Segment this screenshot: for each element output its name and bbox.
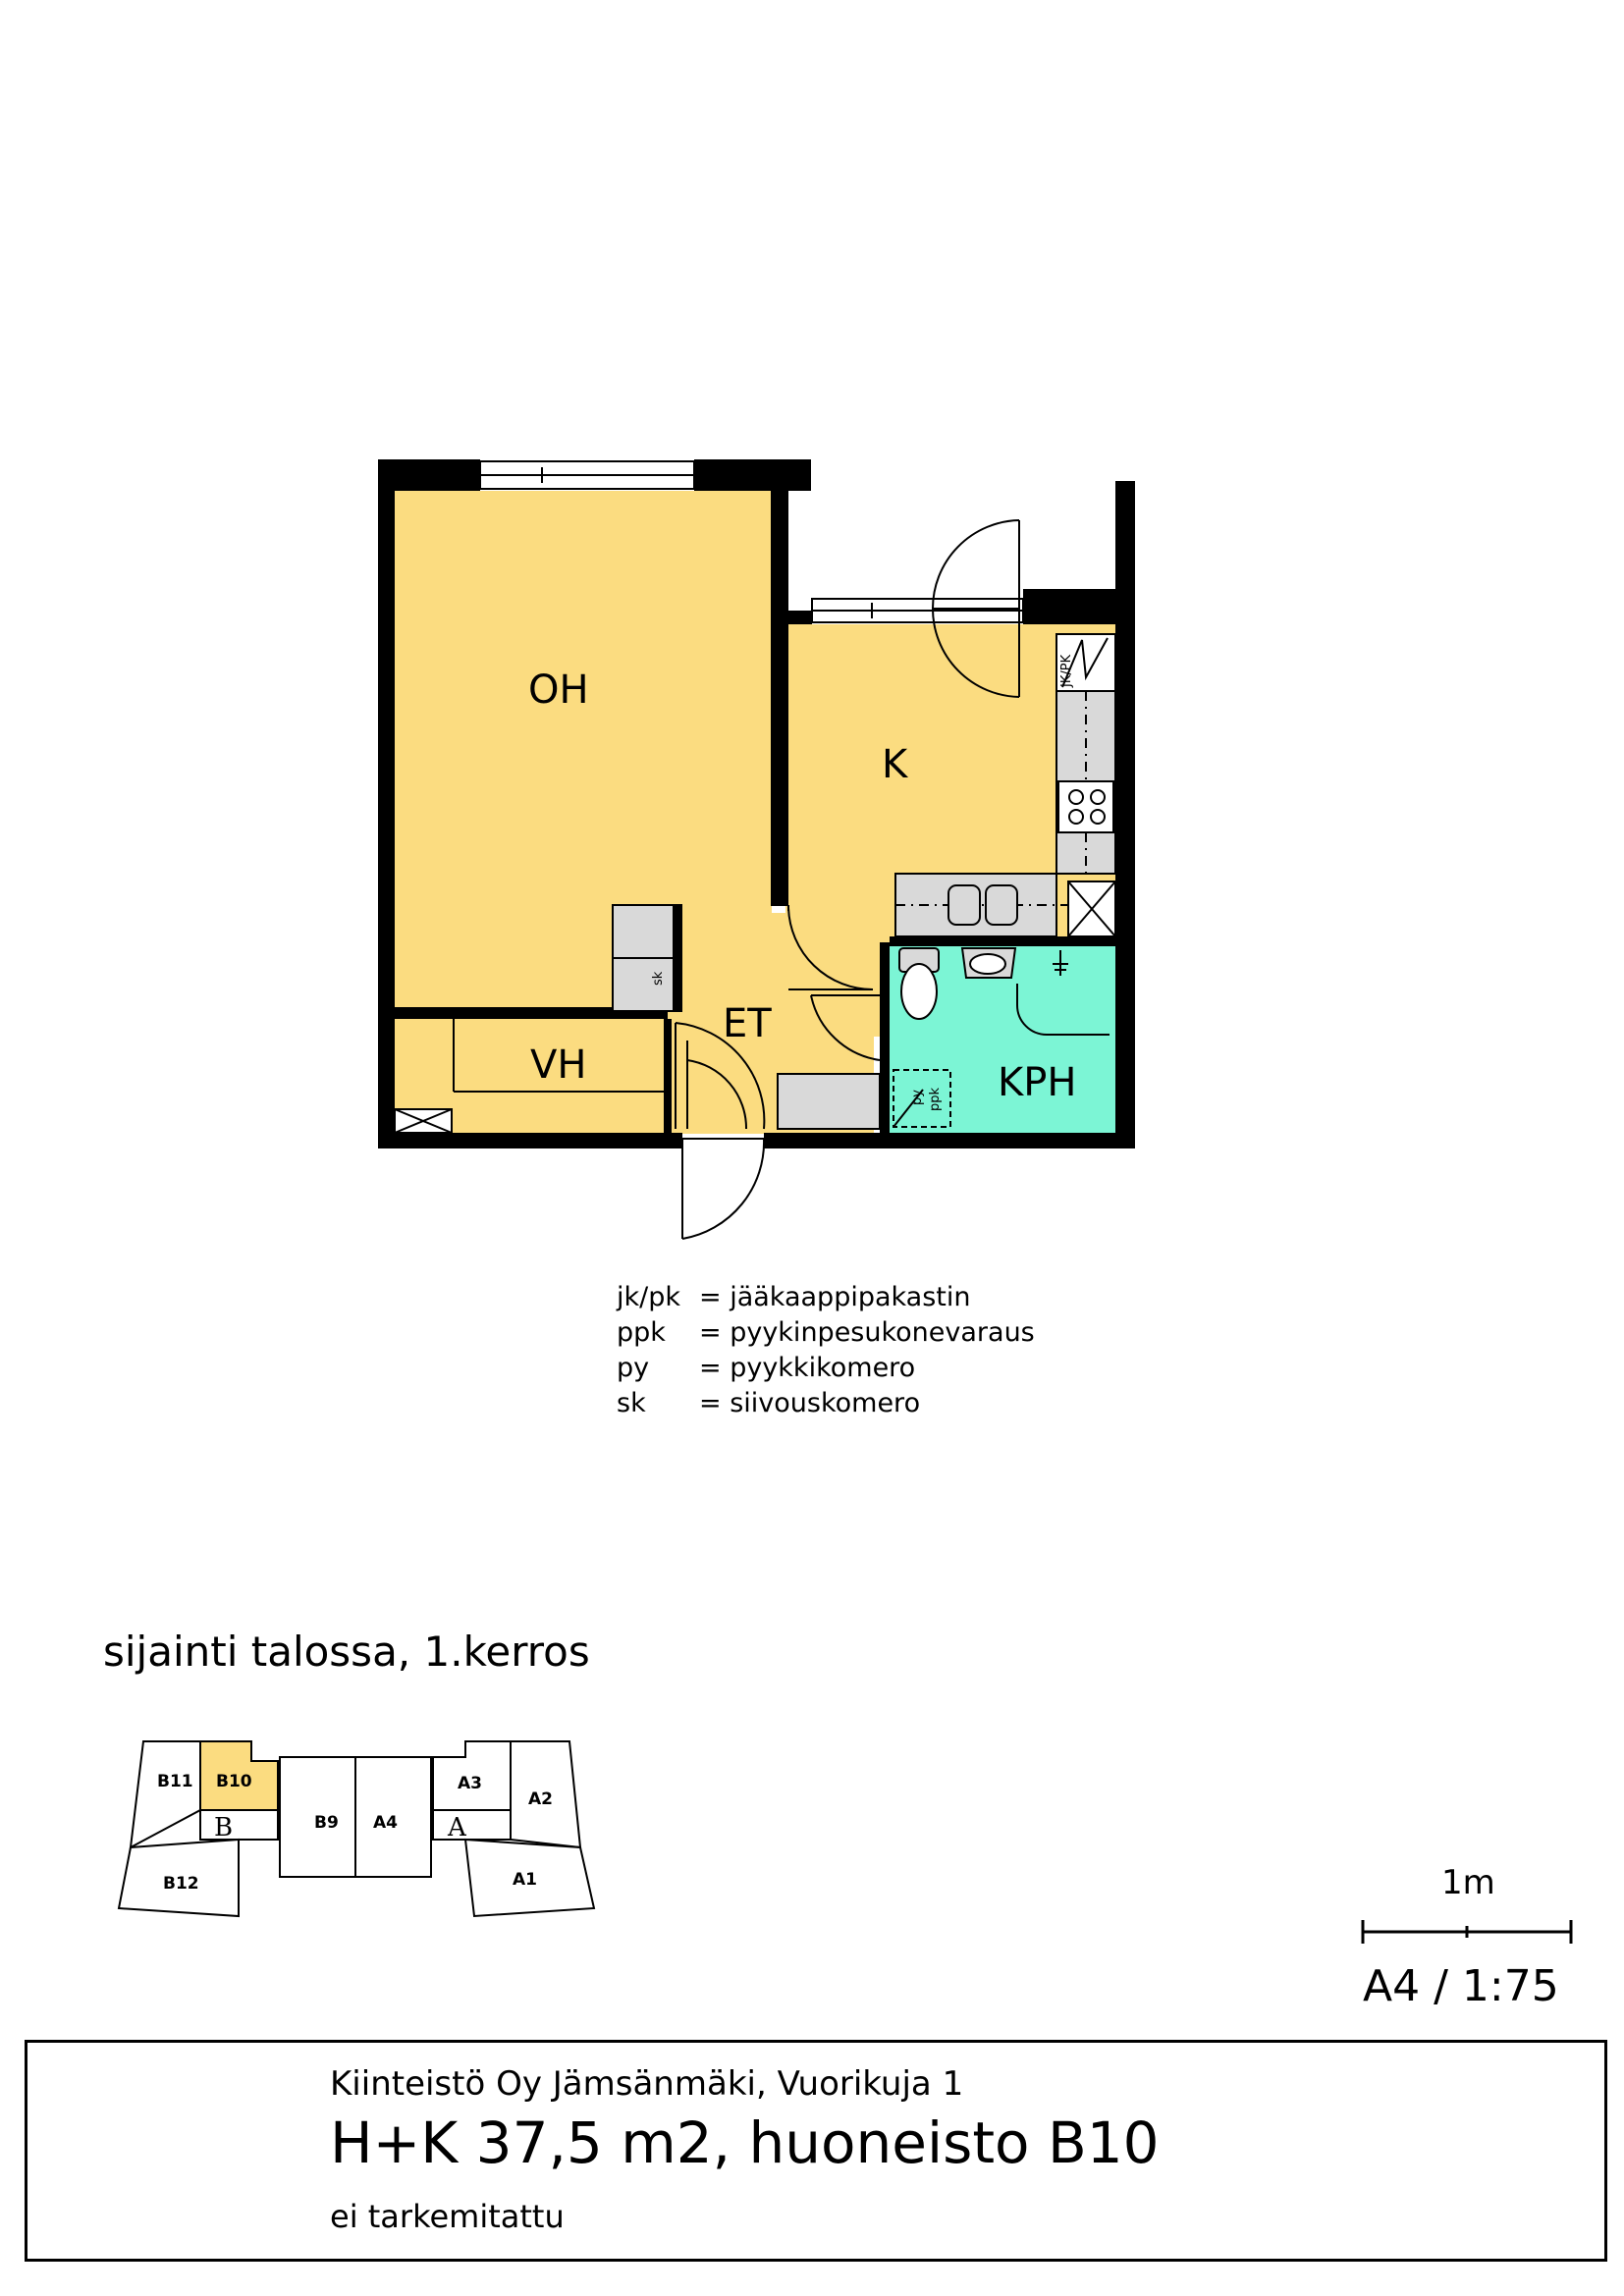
legend-abbr: ppk	[617, 1317, 666, 1348]
fixture-label-jkpk: JK/PK	[1059, 654, 1074, 688]
closet-vh	[394, 1019, 664, 1134]
paper-scale: A4 / 1:75	[1363, 1961, 1559, 2011]
apartment-title: H+K 37,5 m2, huoneisto B10	[330, 2109, 1160, 2176]
window-oh	[479, 460, 695, 490]
scale-bar	[1361, 1920, 1573, 1944]
fixture-label-sk: sk	[651, 971, 666, 986]
room-label-kph: KPH	[998, 1060, 1076, 1105]
door-k-balcony	[932, 519, 1020, 698]
legend-abbr: sk	[617, 1388, 646, 1418]
legend-abbr: py	[617, 1353, 649, 1383]
room-label-k: K	[882, 742, 909, 787]
legend-desc: = jääkaappipakastin	[699, 1282, 971, 1312]
key-plan-unit: A1	[513, 1870, 537, 1890]
location-title: sijainti talossa, 1.kerros	[103, 1628, 590, 1676]
room-label-et: ET	[723, 1001, 772, 1046]
title-block: Kiinteistö Oy Jämsänmäki, Vuorikuja 1 H+…	[25, 2040, 1607, 2262]
door-kph	[810, 994, 881, 1061]
property-name: Kiinteistö Oy Jämsänmäki, Vuorikuja 1	[330, 2064, 964, 2104]
key-plan	[117, 1740, 596, 1918]
door-vh	[675, 1022, 766, 1130]
walls	[378, 459, 1135, 1148]
key-plan-unit: B11	[157, 1772, 193, 1791]
legend-desc: = pyykkikomero	[699, 1353, 915, 1383]
key-plan-wing: B	[214, 1813, 233, 1842]
legend-abbr: jk/pk	[616, 1282, 680, 1312]
key-plan-unit: B12	[163, 1874, 199, 1894]
key-plan-unit: B9	[314, 1813, 339, 1833]
closet-sk	[612, 904, 682, 1012]
door-k	[787, 905, 874, 990]
key-plan-unit: A2	[528, 1789, 553, 1809]
fixture-label-ppk: ppk	[928, 1087, 943, 1111]
scale-label: 1m	[1441, 1863, 1495, 1902]
key-plan-wing: A	[447, 1813, 467, 1842]
key-plan-unit-highlight: B10	[216, 1772, 252, 1791]
key-plan-unit: A4	[373, 1813, 398, 1833]
bathroom-fixtures	[893, 947, 1110, 1128]
key-plan-unit: A3	[458, 1774, 482, 1793]
measurement-note: ei tarkemitattu	[330, 2198, 565, 2235]
room-label-oh: OH	[528, 667, 589, 713]
kitchen-counter	[894, 633, 1116, 937]
legend-desc: = pyykinpesukonevaraus	[699, 1317, 1035, 1348]
fixture-label-py: py	[910, 1090, 925, 1105]
room-label-vh: VH	[530, 1042, 586, 1088]
legend-desc: = siivouskomero	[699, 1388, 920, 1418]
door-entry	[681, 1138, 766, 1240]
legend: jk/pk = jääkaappipakastin ppk = pyykinpe…	[616, 1282, 1035, 1418]
window-k	[811, 598, 1024, 623]
closet-et	[777, 1073, 881, 1130]
